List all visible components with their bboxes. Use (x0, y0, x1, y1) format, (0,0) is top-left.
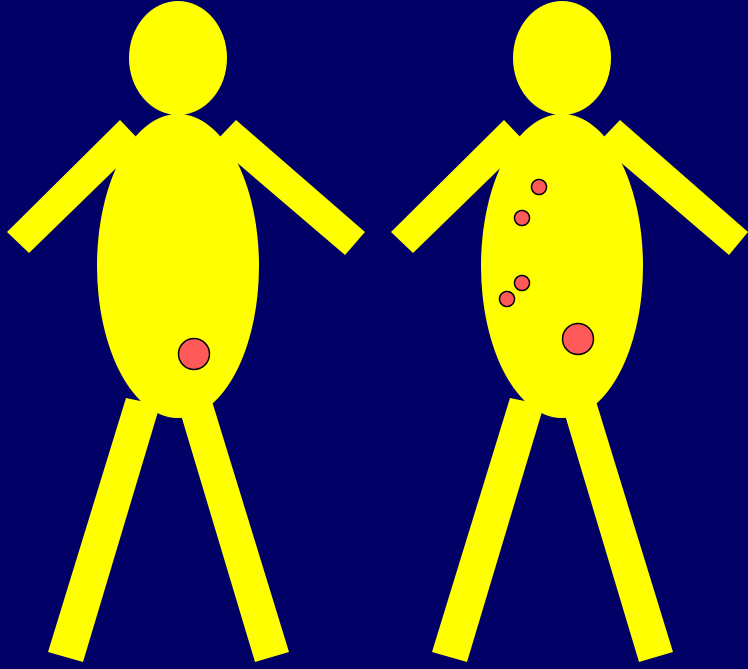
spot-large (563, 324, 594, 355)
spot-small-2 (515, 211, 530, 226)
torso (97, 114, 259, 418)
spot-small-3 (515, 276, 530, 291)
torso (481, 114, 643, 418)
head (513, 1, 611, 115)
spot-small-1 (532, 180, 547, 195)
spot-large (179, 339, 210, 370)
spot-small-4 (500, 292, 515, 307)
head (129, 1, 227, 115)
